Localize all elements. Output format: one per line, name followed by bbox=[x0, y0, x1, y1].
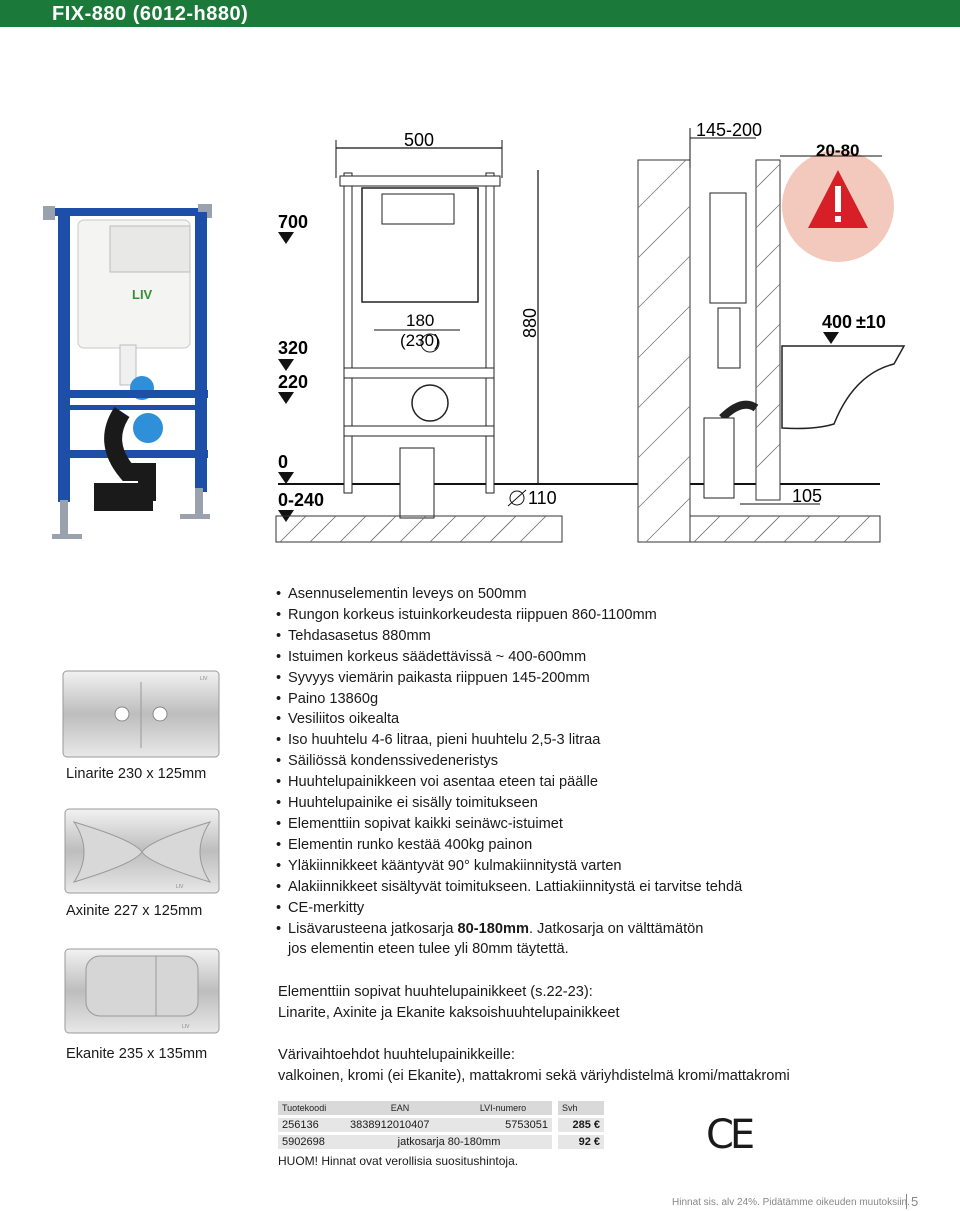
list-item: •Elementin runko kestää 400kg painon bbox=[276, 836, 533, 853]
linarite-label: Linarite 230 x 125mm bbox=[66, 766, 207, 782]
list-item: •Yläkiinnikkeet kääntyvät 90° kulmakiinn… bbox=[276, 857, 622, 874]
product-photo: LIV bbox=[43, 204, 212, 539]
frame-logo: LIV bbox=[132, 287, 153, 302]
axinite-panel: LIV bbox=[64, 808, 220, 894]
list-item: •Iso huuhtelu 4-6 litraa, pieni huuhtelu… bbox=[276, 732, 601, 749]
ekanite-label: Ekanite 235 x 135mm bbox=[66, 1046, 208, 1062]
width-500: 500 bbox=[404, 130, 434, 150]
height-880: 880 bbox=[520, 308, 540, 338]
level-700: 700 bbox=[278, 212, 308, 232]
list-item: •Paino 13860g bbox=[276, 690, 379, 707]
buttons-info: Elementtiin sopivat huuhtelupainikkeet (… bbox=[278, 984, 620, 1021]
level-220: 220 bbox=[278, 372, 308, 392]
list-item-extension: •Lisävarusteena jatkosarja 80-180mm. Jat… bbox=[276, 920, 704, 937]
seat-400: 400 bbox=[822, 312, 852, 332]
list-item: •CE-merkitty bbox=[276, 899, 365, 916]
level-0-240: 0-240 bbox=[278, 490, 324, 510]
header-bar: FIX-880 (6012-h880) bbox=[0, 0, 960, 27]
price-note: HUOM! Hinnat ovat verollisia suositushin… bbox=[278, 1154, 519, 1168]
table-row: 5902698 jatkosarja 80-180mm 92 € bbox=[278, 1135, 604, 1149]
list-item: •Syvyys viemärin paikasta riippuen 145-2… bbox=[276, 669, 590, 686]
list-item-extension-cont: jos elementin eteen tulee yli 80mm täyte… bbox=[288, 941, 569, 958]
pipe-110: 110 bbox=[528, 488, 557, 508]
gap-20-80: 20-80 bbox=[816, 141, 859, 160]
list-item: •Säiliössä kondenssivedeneristys bbox=[276, 753, 499, 770]
footer-text: Hinnat sis. alv 24%. Pidätämme oikeuden … bbox=[672, 1197, 910, 1208]
axinite-label: Axinite 227 x 125mm bbox=[66, 903, 203, 919]
table-header: Tuotekoodi EAN LVI-numero Svh bbox=[278, 1101, 604, 1115]
feature-list: •Asennuselementin leveys on 500mm •Rungo… bbox=[276, 584, 916, 960]
dim-230: (230) bbox=[400, 331, 440, 350]
dim-180: 180 bbox=[406, 311, 434, 330]
dim-105: 105 bbox=[792, 486, 822, 506]
list-item: •Huuhtelupainike ei sisälly toimitukseen bbox=[276, 795, 538, 812]
list-item: •Huuhtelupainikkeen voi asentaa eteen ta… bbox=[276, 774, 598, 791]
table-row: 256136 3838912010407 5753051 285 € bbox=[278, 1118, 604, 1132]
ce-mark: CE bbox=[706, 1112, 755, 1158]
svg-text:LIV: LIV bbox=[176, 884, 184, 890]
level-0: 0 bbox=[278, 452, 288, 472]
list-item: •Istuimen korkeus säädettävissä ~ 400-60… bbox=[276, 648, 587, 665]
ekanite-panel: LIV bbox=[64, 948, 220, 1034]
list-item: •Vesiliitos oikealta bbox=[276, 711, 400, 728]
linarite-panel: LIV bbox=[62, 670, 220, 758]
list-item: •Tehdasasetus 880mm bbox=[276, 627, 431, 644]
technical-drawing: 700 320 220 0 0-240 500 180 (230) 880 11… bbox=[275, 120, 906, 543]
svg-text:LIV: LIV bbox=[182, 1024, 190, 1030]
page-number: 5 bbox=[906, 1194, 918, 1209]
list-item: •Rungon korkeus istuinkorkeudesta riippu… bbox=[276, 606, 657, 623]
list-item: •Elementtiin sopivat kaikki seinäwc-istu… bbox=[276, 815, 563, 832]
seat-pm: ±10 bbox=[856, 312, 886, 332]
list-item: •Alakiinnikkeet sisältyvät toimitukseen.… bbox=[276, 878, 743, 895]
list-item: •Asennuselementin leveys on 500mm bbox=[276, 586, 527, 602]
depth-145-200: 145-200 bbox=[696, 120, 762, 140]
level-320: 320 bbox=[278, 338, 308, 358]
page-title: FIX-880 (6012-h880) bbox=[52, 3, 249, 25]
price-table: Tuotekoodi EAN LVI-numero Svh 256136 383… bbox=[278, 1098, 604, 1152]
svg-text:LIV: LIV bbox=[200, 676, 208, 682]
colors-info: Värivaihtoehdot huuhtelupainikkeille: va… bbox=[278, 1047, 790, 1084]
